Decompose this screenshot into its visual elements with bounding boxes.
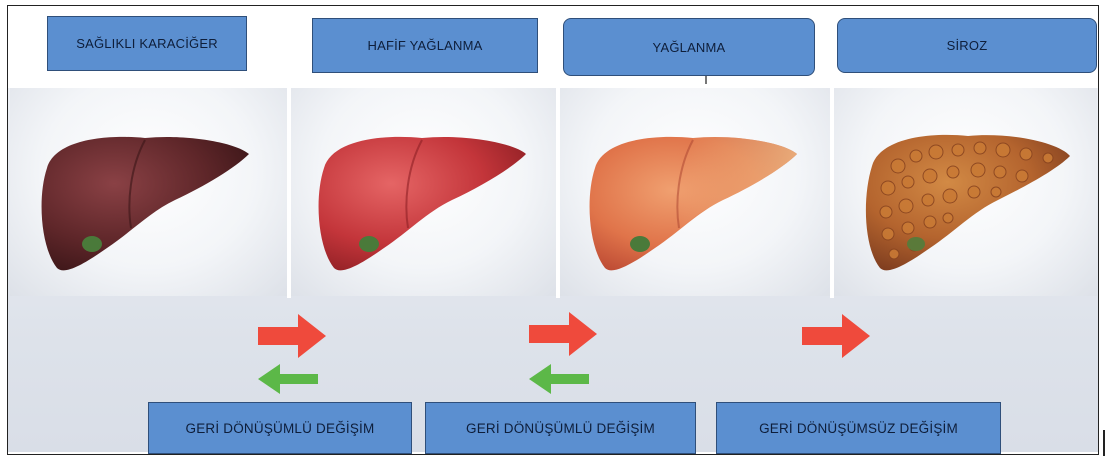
panel-separator	[830, 88, 834, 298]
mild-fatty-liver-icon	[312, 128, 532, 278]
stage-label-cirrhosis: SİROZ	[837, 18, 1097, 73]
stage-label-mild-fatty: HAFİF YAĞLANMA	[312, 18, 538, 73]
change-label-reversible-2: GERİ DÖNÜŞÜMLÜ DEĞİŞİM	[425, 402, 696, 454]
panel-separator	[556, 88, 560, 298]
edge-marker	[1103, 430, 1105, 456]
marker-line	[705, 76, 707, 84]
reverse-arrow-icon	[527, 362, 591, 396]
fatty-liver-icon	[583, 128, 803, 278]
forward-arrow-icon	[256, 312, 328, 360]
reverse-arrow-icon	[256, 362, 320, 396]
cirrhosis-liver-icon	[858, 126, 1078, 281]
healthy-liver-icon	[35, 128, 255, 278]
change-label-irreversible: GERİ DÖNÜŞÜMSÜZ DEĞİŞİM	[716, 402, 1001, 454]
forward-arrow-icon	[800, 312, 872, 360]
change-label-reversible-1: GERİ DÖNÜŞÜMLÜ DEĞİŞİM	[148, 402, 412, 454]
panel-separator	[287, 88, 291, 298]
forward-arrow-icon	[527, 310, 599, 358]
stage-label-healthy: SAĞLIKLI KARACİĞER	[47, 16, 247, 71]
stage-label-fatty: YAĞLANMA	[563, 18, 815, 76]
